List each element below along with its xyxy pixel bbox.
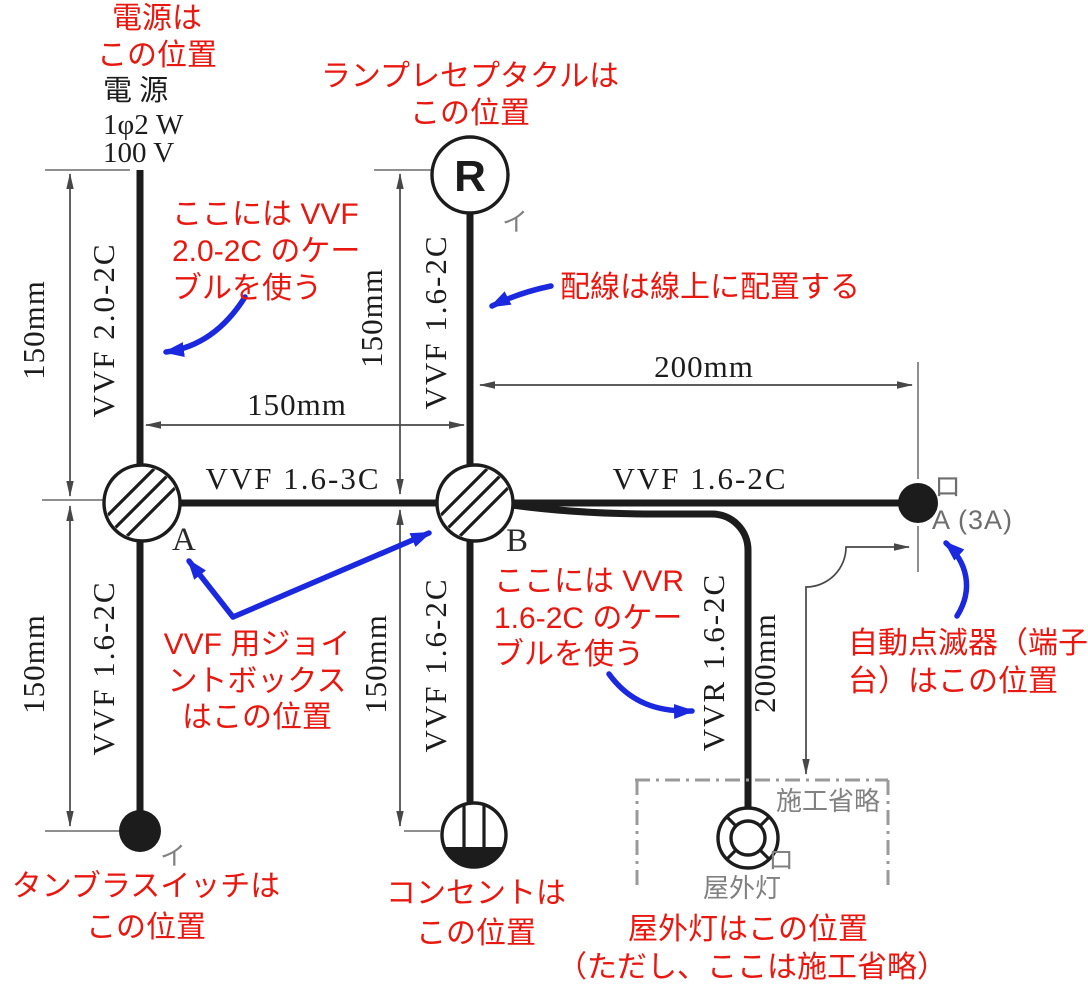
annotation-switch-line2: この位置 xyxy=(86,911,206,944)
annotation-outdoor-light: 屋外灯はこの位置 （ただし、ここは施工省略） xyxy=(557,913,947,984)
arrow-joint-box-a xyxy=(186,558,236,620)
joint-box-a-label: A xyxy=(172,522,196,558)
dim-label-a-to-b: 150mm xyxy=(247,387,347,422)
construction-omitted-box xyxy=(635,778,890,889)
annotation-outlet: コンセントは この位置 xyxy=(386,877,566,950)
lamp-receptacle-letter: R xyxy=(454,152,486,201)
arrow-auto-flasher xyxy=(943,540,970,619)
annotation-wiring-on-line: 配線は線上に配置する xyxy=(560,271,860,304)
annotation-lamp: ランプレセプタクルは この位置 xyxy=(321,60,619,130)
annotation-vvf20-line2: 2.0-2C のケー xyxy=(172,235,360,268)
joint-box-b-label: B xyxy=(506,523,528,559)
cable-label-power-drop: VVF 2.0-2C xyxy=(86,242,121,417)
arrow-joint-box-b xyxy=(230,530,432,620)
annotation-vvf20-cable: ここには VVF 2.0-2C のケー ブルを使う xyxy=(172,198,360,305)
arrow-wiring-on-line xyxy=(489,283,554,309)
annotation-joint-box-line3: はこの位置 xyxy=(182,701,332,734)
outlet-symbol xyxy=(440,801,508,869)
annotation-power: 電源は この位置 xyxy=(97,2,217,72)
annotation-lamp-line1: ランプレセプタクルは xyxy=(321,60,619,93)
annotation-vvr-line2: 1.6-2C のケー xyxy=(494,602,682,635)
arrow-vvf20-cable xyxy=(163,294,248,358)
cable-label-outlet-drop: VVF 1.6-2C xyxy=(418,577,453,752)
wire-vvr-outdoor-run xyxy=(511,501,752,807)
dim-label-b-to-terminal: 200mm xyxy=(654,349,754,384)
cable-label-outdoor-run: VVR 1.6-2C xyxy=(696,573,731,751)
power-source-phase: 1φ2 W xyxy=(103,109,184,141)
annotation-auto-flasher: 自動点滅器（端子 台）はこの位置 xyxy=(848,627,1088,698)
annotation-joint-box-line2: ントボックス xyxy=(167,665,346,698)
dim-label-mid-lower: 150mm xyxy=(358,614,393,714)
annotation-vvr-line1: ここには VVR xyxy=(494,565,684,598)
outdoor-light-symbol xyxy=(716,806,780,870)
annotation-auto-flasher-line1: 自動点滅器（端子 xyxy=(848,627,1088,660)
annotation-vvf20-line3: ブルを使う xyxy=(172,272,322,305)
cable-label-a-to-b: VVF 1.6-3C xyxy=(205,461,380,496)
lamp-circuit-label: イ xyxy=(502,208,528,237)
terminal-rating-label: A (3A) xyxy=(932,505,1013,535)
annotation-outdoor-line1: 屋外灯はこの位置 xyxy=(628,913,868,946)
cable-label-lamp-drop: VVF 1.6-2C xyxy=(418,234,453,409)
annotation-power-line1: 電源は xyxy=(112,2,202,35)
annotation-power-line2: この位置 xyxy=(97,39,217,72)
power-source-label: 電 源 1φ2 W 100 V xyxy=(103,74,184,169)
annotation-switch-line1: タンブラスイッチは xyxy=(12,870,281,903)
annotation-outlet-line1: コンセントは xyxy=(386,877,566,910)
cable-label-b-to-terminal: VVF 1.6-2C xyxy=(612,461,787,496)
power-source-voltage: 100 V xyxy=(103,137,174,169)
annotation-joint-box: VVF 用ジョイ ントボックス はこの位置 xyxy=(164,628,351,734)
terminal-circuit-label: ロ xyxy=(934,472,962,502)
dim-label-left-upper: 150mm xyxy=(16,280,51,380)
outdoor-circuit-label: ロ xyxy=(768,846,794,875)
power-source-name: 電 源 xyxy=(103,74,168,107)
annotation-outlet-line2: この位置 xyxy=(416,917,536,950)
cable-label-switch-drop: VVF 1.6-2C xyxy=(86,580,121,755)
annotation-tumbler-switch: タンブラスイッチは この位置 xyxy=(12,870,281,944)
dim-label-mid-upper: 150mm xyxy=(354,268,389,368)
annotation-vvr-line3: ブルを使う xyxy=(494,638,644,671)
dim-terminal-to-box xyxy=(802,543,910,775)
switch-circuit-label: イ xyxy=(160,842,186,871)
annotation-vvr-cable: ここには VVR 1.6-2C のケー ブルを使う xyxy=(494,565,684,671)
annotation-lamp-line2: この位置 xyxy=(410,97,530,130)
annotation-auto-flasher-line2: 台）はこの位置 xyxy=(848,665,1058,698)
outdoor-light-name: 屋外灯 xyxy=(703,874,781,903)
dim-label-left-lower: 150mm xyxy=(16,614,51,714)
annotation-outdoor-line2: （ただし、ここは施工省略） xyxy=(557,951,947,984)
annotation-vvf20-line1: ここには VVF xyxy=(172,198,359,231)
arrow-vvr-cable xyxy=(606,671,695,720)
lamp-receptacle-symbol: R xyxy=(430,135,510,215)
construction-omitted-label: 施工省略 xyxy=(776,787,880,816)
dim-label-terminal-to-box: 200mm xyxy=(747,613,782,713)
annotation-joint-box-line1: VVF 用ジョイ xyxy=(164,628,351,661)
switch-dot xyxy=(119,810,161,852)
terminal-dot xyxy=(898,483,938,523)
